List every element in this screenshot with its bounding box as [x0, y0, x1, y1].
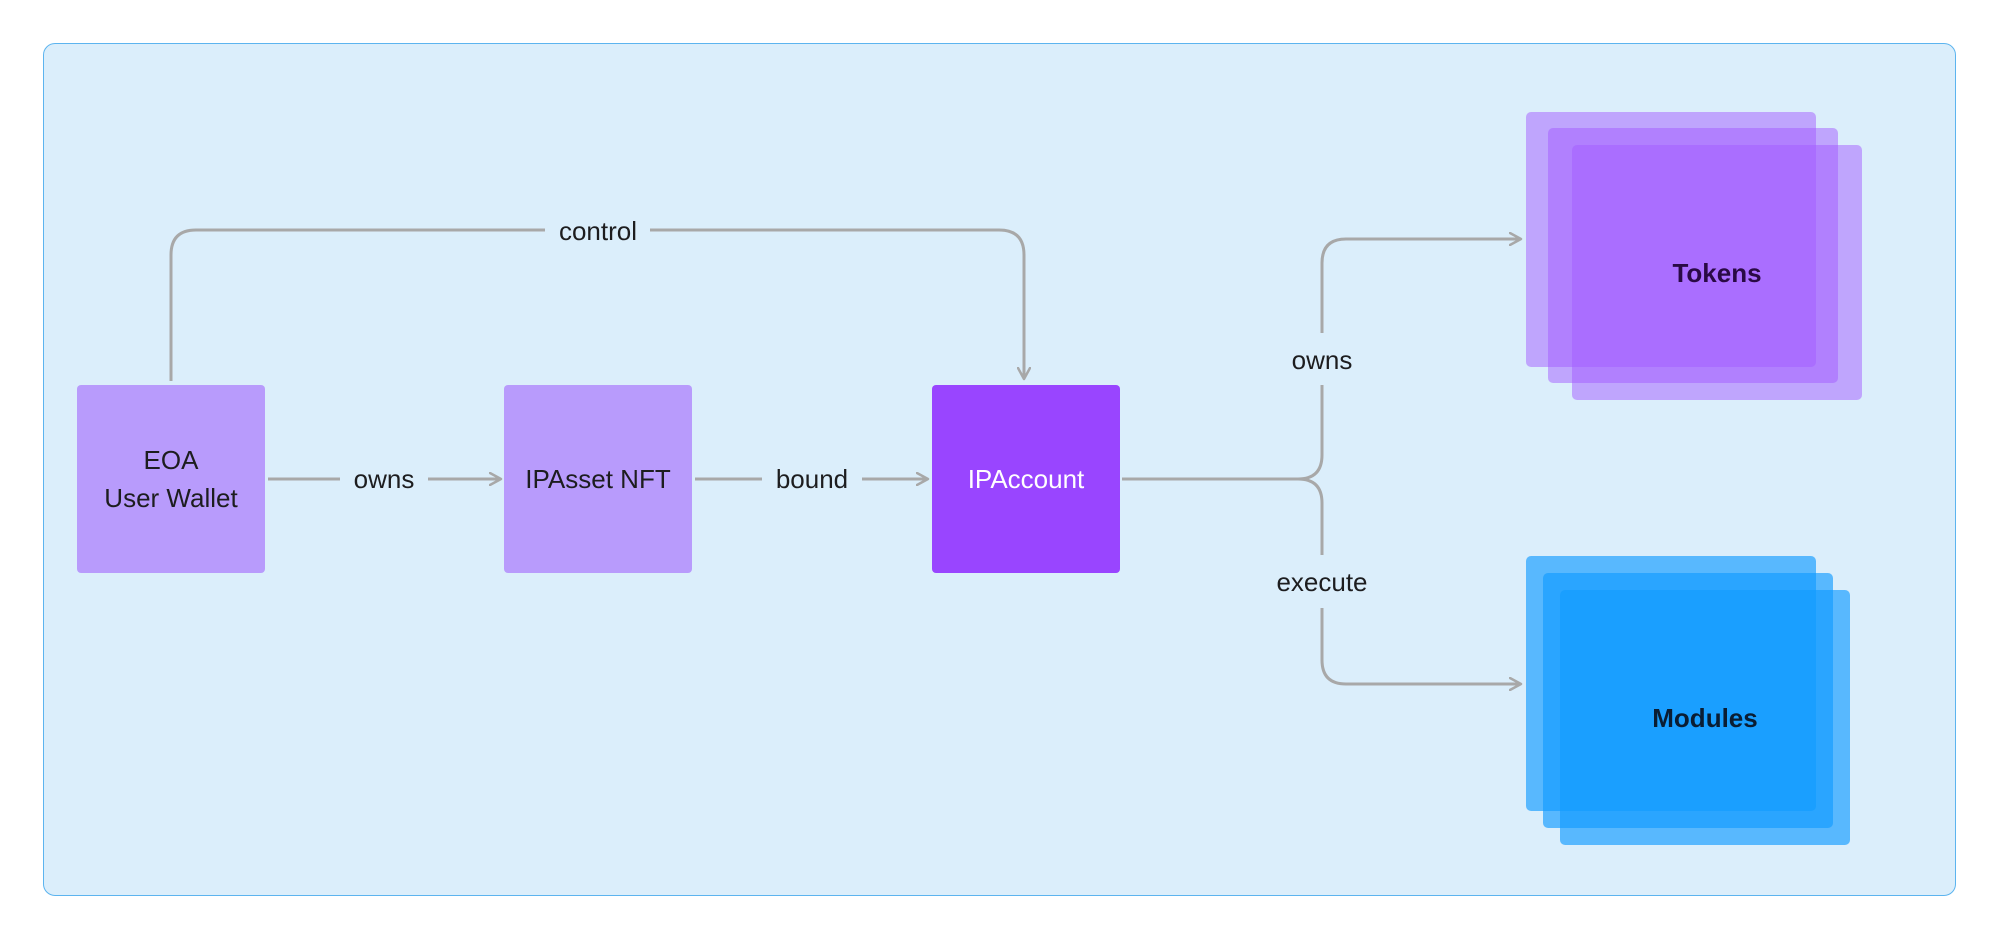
edge-ipaccount-trunk-lower: [1297, 477, 1324, 555]
edge-ipaccount-trunk: [1122, 385, 1324, 481]
tokens-card-front: [1526, 112, 1816, 367]
node-modules-stack[interactable]: Modules: [1526, 556, 1850, 845]
node-tokens-label: Tokens: [1672, 258, 1761, 288]
node-ipaccount-label: IPAccount: [968, 464, 1085, 494]
edge-execute-line: [1320, 608, 1521, 684]
node-eoa-line1: EOA: [144, 445, 200, 475]
node-eoa-line2: User Wallet: [104, 483, 238, 513]
edge-label-owns-nft: owns: [354, 464, 415, 494]
edge-label-execute: execute: [1276, 567, 1367, 597]
node-ipasset-label: IPAsset NFT: [525, 464, 671, 494]
node-eoa-user-wallet[interactable]: EOA User Wallet: [77, 385, 265, 573]
node-modules-label: Modules: [1652, 703, 1757, 733]
edge-label-bound: bound: [776, 464, 848, 494]
edge-label-owns-tokens: owns: [1292, 345, 1353, 375]
modules-card-front: [1526, 556, 1816, 811]
edge-control-line: [169, 228, 1024, 381]
edge-label-control: control: [559, 216, 637, 246]
node-ipasset-nft[interactable]: IPAsset NFT: [504, 385, 692, 573]
edge-owns-tokens-line: [1320, 239, 1521, 333]
node-ipaccount[interactable]: IPAccount: [932, 385, 1120, 573]
node-tokens-stack[interactable]: Tokens: [1526, 112, 1862, 400]
